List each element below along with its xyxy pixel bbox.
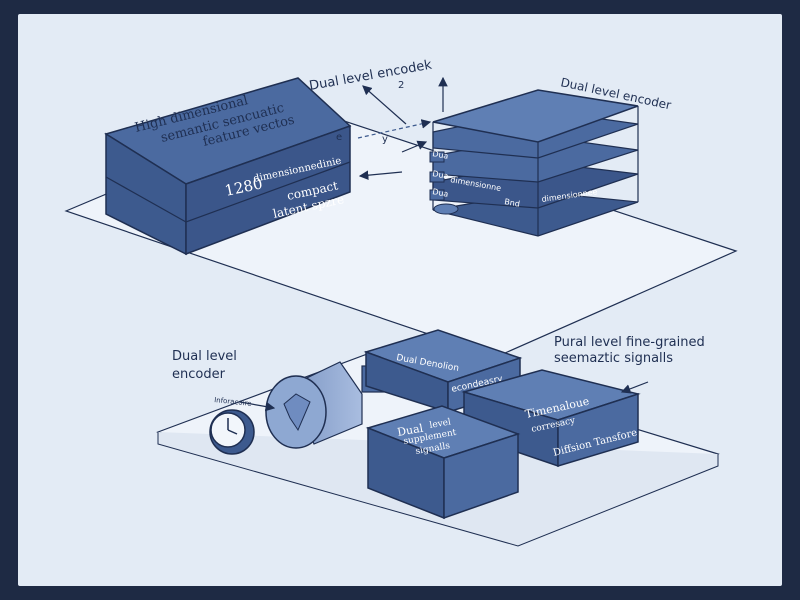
bottom-left-label-2: encoder <box>172 367 226 382</box>
encoder-layer-stack <box>429 89 639 237</box>
bottom-tiny-label: Inforacoire <box>214 396 252 408</box>
bottom-right-label-1: Pural level fine-grained <box>554 335 705 350</box>
arrow-top-dashed <box>357 119 432 139</box>
arrow-to-cylinder <box>239 401 276 412</box>
arrow-top-left <box>358 170 403 180</box>
box-diffusion-transformer <box>461 369 641 468</box>
arrow-label-2: 2 <box>398 80 404 91</box>
arrow-to-box-c <box>620 381 649 394</box>
diagram-svg: High dimensional semantic sencuatic feat… <box>64 58 738 547</box>
bottom-right-label-2: seemaztic signalls <box>554 351 673 366</box>
arrow-top-up-1 <box>362 85 407 125</box>
arrow-label-e: e <box>336 132 342 143</box>
box-b-line-2: level <box>429 417 452 431</box>
box-b-line-1: Dual <box>396 422 424 439</box>
box-supplement-signals <box>365 405 521 520</box>
clock-icon <box>209 409 255 455</box>
arrow-label-y: y <box>382 134 388 145</box>
bottom-left-label-1: Dual level <box>172 349 237 364</box>
high-dim-feature-block <box>104 77 352 256</box>
stack-tab-label-3: Dua <box>432 187 450 199</box>
stack-tab-label-1: Dua <box>432 149 450 161</box>
arrow-top-right <box>401 140 428 153</box>
stack-inner-label-2: Bnd <box>504 197 521 209</box>
encoder-title-top: Dual level encodek <box>308 58 433 94</box>
diagram-canvas: High dimensional semantic sencuatic feat… <box>18 14 782 586</box>
stack-tab-label-2: Dua <box>432 169 450 181</box>
